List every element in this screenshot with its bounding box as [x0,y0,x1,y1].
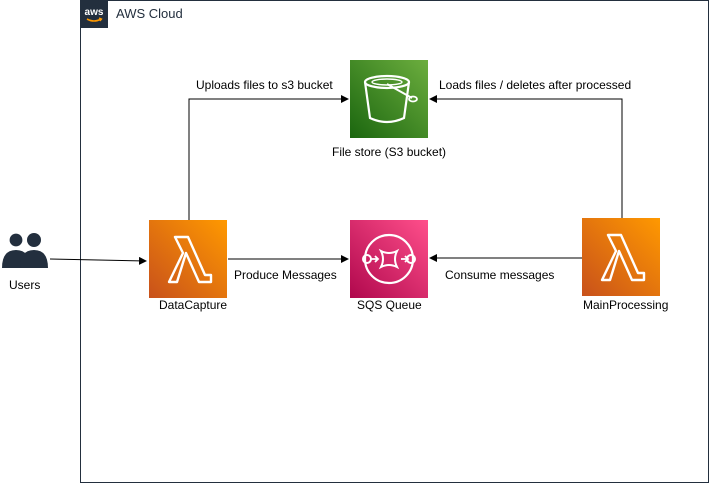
users-label: Users [9,278,41,292]
edge-label-load-delete: Loads files / deletes after processed [439,78,632,92]
mainprocessing-label: MainProcessing [583,298,669,312]
users-icon [0,230,50,270]
edge-users-to-datacapture [49,256,147,265]
edge-label-produce: Produce Messages [234,268,337,282]
aws-cloud-title: AWS Cloud [116,6,183,21]
mainprocessing-lambda-icon [582,218,660,296]
edge-label-upload: Uploads files to s3 bucket [196,78,333,92]
edge-mainprocessing-to-s3 [429,95,623,218]
aws-logo-text: aws [85,7,104,18]
datacapture-lambda-icon [149,220,227,298]
s3-label: File store (S3 bucket) [332,145,447,159]
datacapture-label: DataCapture [159,298,228,312]
edge-label-consume: Consume messages [445,268,555,282]
aws-cloud-group [80,0,709,483]
aws-logo-icon: aws [80,0,108,28]
sqs-label: SQS Queue [357,298,422,312]
sqs-queue-icon [350,220,428,298]
edge-upload-to-s3 [188,95,349,220]
s3-bucket-icon [350,60,428,138]
